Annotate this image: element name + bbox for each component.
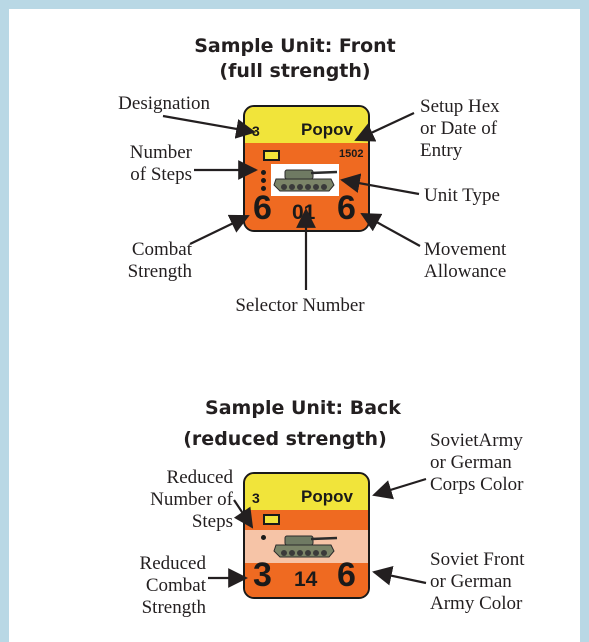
reduced-steps-line2: Number of [150,489,233,510]
step-dot [261,186,266,191]
step-dot [261,535,266,540]
reduced-combat-line2: Combat [145,575,206,596]
front-title-line2: (full strength) [219,60,371,82]
front-counter: 3 Popov 1502 6 01 6 [243,105,370,232]
back-title-line1: Sample Unit: Back [205,397,401,419]
army-color-line2: or German [430,452,512,473]
army-color-line1: SovietArmy [430,430,523,451]
unit-type-label: Unit Type [424,185,500,206]
movement-allowance-line2: Allowance [424,261,507,282]
back-counter: 3 Popov 3 14 6 [243,472,370,599]
number-of-steps-line2: of Steps [130,164,192,185]
front-movement: 6 [337,189,356,227]
arrow-movement [360,213,421,247]
setup-hex-line3: Entry [420,140,463,161]
tank-icon [271,164,339,196]
combat-strength-label: Combat Strength [40,239,192,283]
selector-number-label: Selector Number [235,295,365,316]
back-movement: 6 [337,556,356,594]
counter-corps-band [245,107,368,143]
counter-body [245,563,368,597]
reduced-steps-label: Reduced Number of Steps [40,467,233,533]
front-color-line1: Soviet Front [430,549,525,570]
reduced-combat-line1: Reduced [139,553,206,574]
arrow-combat [189,214,250,245]
front-title-line1: Sample Unit: Front [194,35,396,57]
front-color-line2: or German [430,571,512,592]
combat-strength-line1: Combat [131,239,192,260]
back-unit-name: Popov [301,487,353,506]
arrow-designation [162,114,256,139]
setup-hex-label: Setup Hex or Date of Entry [420,96,500,162]
tank-icon [273,535,338,558]
arrow-front-color [372,566,427,586]
front-unit-name: Popov [301,120,353,139]
step-box-icon [263,514,280,525]
reduced-combat-label: Reduced Combat Strength [40,553,206,619]
arrow-army-color [372,477,427,500]
army-color-line3: Corps Color [430,474,524,495]
designation-label: Designation [118,93,210,114]
back-designation: 3 [252,490,260,506]
back-title: Sample Unit: Back [178,396,428,421]
step-box-icon [263,150,280,161]
front-setup-hex: 1502 [339,148,364,160]
setup-hex-line2: or Date of [420,118,498,139]
back-combat-strength: 3 [253,556,272,594]
front-color-label: Soviet Front or German Army Color [430,549,524,615]
movement-allowance-line1: Movement [424,239,507,260]
setup-hex-line1: Setup Hex [420,96,500,117]
number-of-steps-line1: Number [129,142,192,163]
arrow-unit-type [340,173,420,196]
number-of-steps-label: Number of Steps [40,142,192,186]
front-color-line3: Army Color [430,593,523,614]
arrow-setup [354,112,415,142]
step-dot [261,178,266,183]
combat-strength-line2: Strength [127,261,192,282]
movement-allowance-label: Movement Allowance [424,239,506,283]
reduced-steps-line1: Reduced [166,467,233,488]
back-selector-number: 14 [294,568,318,591]
arrow-reduced-steps [233,499,254,529]
front-title: Sample Unit: Front (full strength) [150,34,440,84]
counter-corps-band [245,474,368,510]
reduced-steps-line3: Steps [191,511,233,532]
front-combat-strength: 6 [253,189,272,227]
step-dot [261,170,266,175]
back-subtitle: (reduced strength) [183,428,387,450]
army-color-label: SovietArmy or German Corps Color [430,430,523,496]
reduced-combat-line3: Strength [141,597,206,618]
